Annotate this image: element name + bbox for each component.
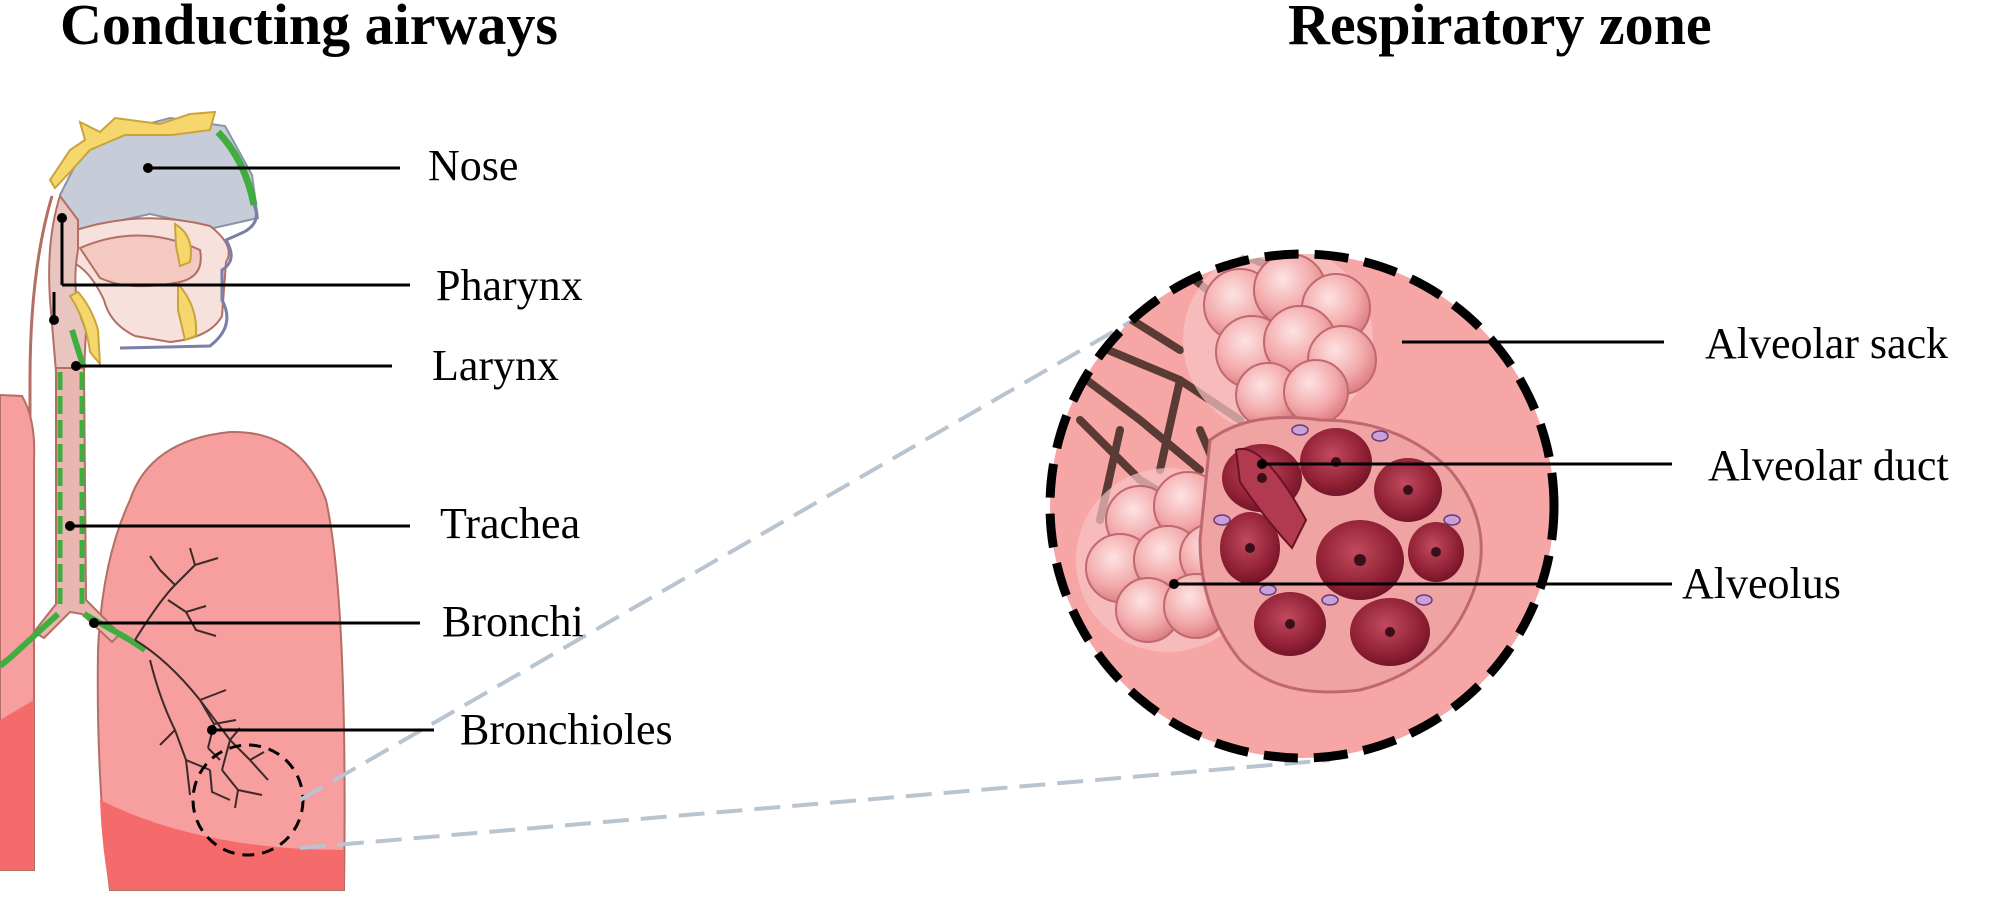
- trachea-mucosa: [57, 372, 85, 604]
- label-alveolus: Alveolus: [1682, 559, 1841, 608]
- trachea-tube: [32, 367, 122, 644]
- label-alveolar-duct: Alveolar duct: [1708, 441, 1949, 490]
- zoom-connector-lower: [299, 758, 1331, 850]
- bronchus-left: [0, 611, 61, 669]
- zoom-connector-upper: [299, 248, 1256, 802]
- alveolar-sack: [1183, 254, 1377, 435]
- title-conducting-airways: Conducting airways: [60, 0, 558, 57]
- bronchiole-tree: [134, 547, 269, 809]
- label-bronchioles: Bronchioles: [460, 705, 673, 754]
- nasal-bone: [48, 110, 217, 190]
- label-pharynx: Pharynx: [436, 261, 583, 310]
- label-alveolar-sack: Alveolar sack: [1705, 319, 1948, 368]
- label-larynx: Larynx: [432, 341, 559, 390]
- lung-left-base: [0, 700, 34, 870]
- larynx-shape: [68, 290, 102, 367]
- lung-right-base: [100, 800, 344, 890]
- posterior-wall: [28, 195, 54, 500]
- zoom-border: [1045, 249, 1559, 763]
- zoom-connectors: [299, 248, 1331, 850]
- upper-jaw: [173, 222, 192, 268]
- title-respiratory-zone: Respiratory zone: [1288, 0, 1712, 57]
- label-bronchi: Bronchi: [442, 597, 584, 646]
- nasal-mucosa: [215, 129, 258, 206]
- lungs-illustration: [0, 367, 346, 891]
- label-nose: Nose: [428, 141, 518, 190]
- alveoli-zoom: [1045, 249, 1559, 763]
- left-labels: Nose Pharynx Larynx Trachea Bronchi Bron…: [49, 141, 673, 754]
- lower-jaw: [177, 281, 198, 342]
- lung-right: [96, 430, 346, 891]
- face-profile: [119, 204, 258, 350]
- right-labels: Alveolar sack Alveolar duct Alveolus: [1169, 319, 1949, 608]
- label-trachea: Trachea: [440, 499, 580, 548]
- alveolar-duct-section: [1198, 416, 1483, 694]
